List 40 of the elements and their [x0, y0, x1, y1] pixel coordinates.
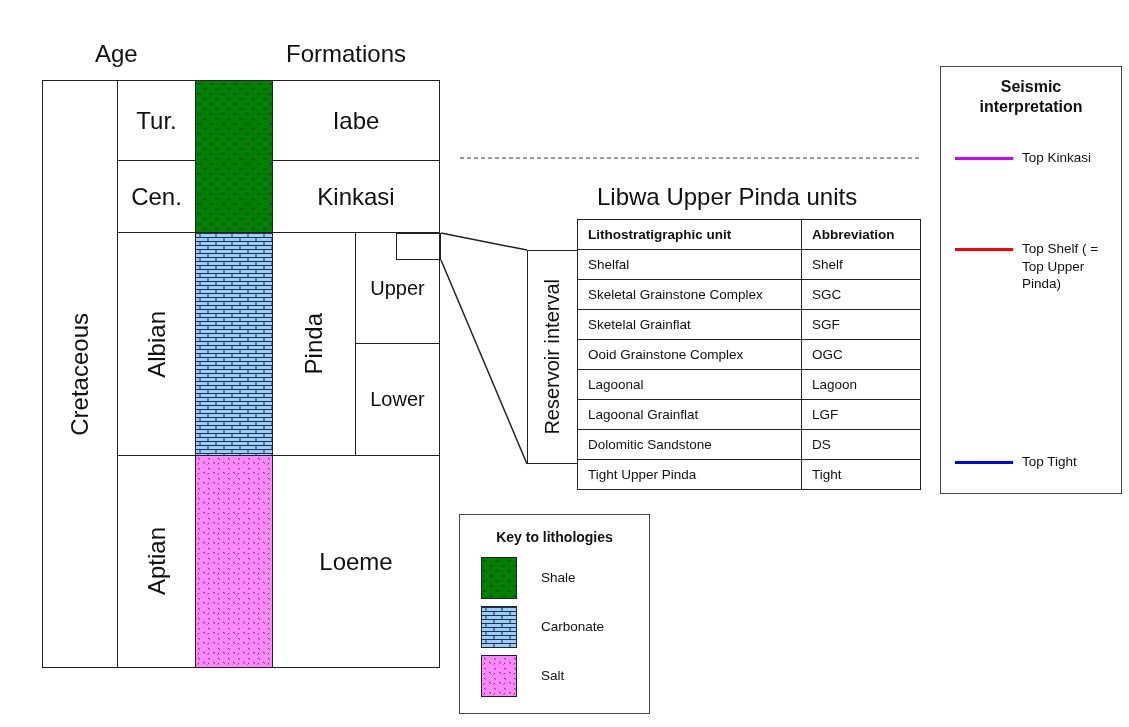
legend-title: Seismic interpretation [978, 77, 1084, 117]
lithology-bar [195, 232, 273, 456]
legend-label: Carbonate [541, 619, 605, 634]
interval-bracket: Reservoir interval [527, 250, 578, 464]
header-cell: Lithostratigraphic unit [577, 219, 802, 250]
legend-title: Key to lithologies [495, 529, 614, 547]
unit-cell: Ooid Grainstone Complex [577, 339, 802, 370]
abbreviation-cell: Lagoon [801, 369, 921, 400]
unit-cell: Dolomitic Sandstone [577, 429, 802, 460]
unit-cell: Lagoonal Grainflat [577, 399, 802, 430]
legend-panel [940, 66, 1122, 494]
legend-label: Top Kinkasi [1022, 149, 1093, 167]
unit-cell: Tight Upper Pinda [577, 459, 802, 490]
abbreviation-cell: OGC [801, 339, 921, 370]
column-heading: Formations [286, 40, 407, 68]
unit-cell: Sketelal Grainflat [577, 309, 802, 340]
unit-cell: Shelfal [577, 249, 802, 280]
abbreviation-cell: Tight [801, 459, 921, 490]
zoom-box [396, 233, 441, 260]
abbreviation-cell: DS [801, 429, 921, 460]
lithology-bar [195, 455, 273, 668]
legend-label: Salt [541, 668, 565, 683]
unit-cell: Skeletal Grainstone Complex [577, 279, 802, 310]
period-cell: Cretaceous [42, 80, 118, 668]
legend-label: Shale [541, 570, 576, 585]
table-title: Libwa Upper Pinda units [597, 183, 858, 211]
legend-label: Top Tight [1022, 453, 1078, 471]
unit-cell: Lagoonal [577, 369, 802, 400]
header-cell: Abbreviation [801, 219, 921, 250]
abbreviation-cell: SGC [801, 279, 921, 310]
formation-cell: Loeme [272, 455, 440, 668]
legend-label: Top Shelf ( = Top Upper Pinda) [1022, 240, 1100, 293]
formation-cell: Iabe [272, 80, 440, 161]
column-heading: Age [95, 40, 138, 68]
abbreviation-cell: LGF [801, 399, 921, 430]
zoom-line [440, 232, 528, 251]
lithology-bar [195, 80, 273, 233]
abbreviation-cell: SGF [801, 309, 921, 340]
abbreviation-cell: Shelf [801, 249, 921, 280]
zoom-line [440, 259, 528, 465]
